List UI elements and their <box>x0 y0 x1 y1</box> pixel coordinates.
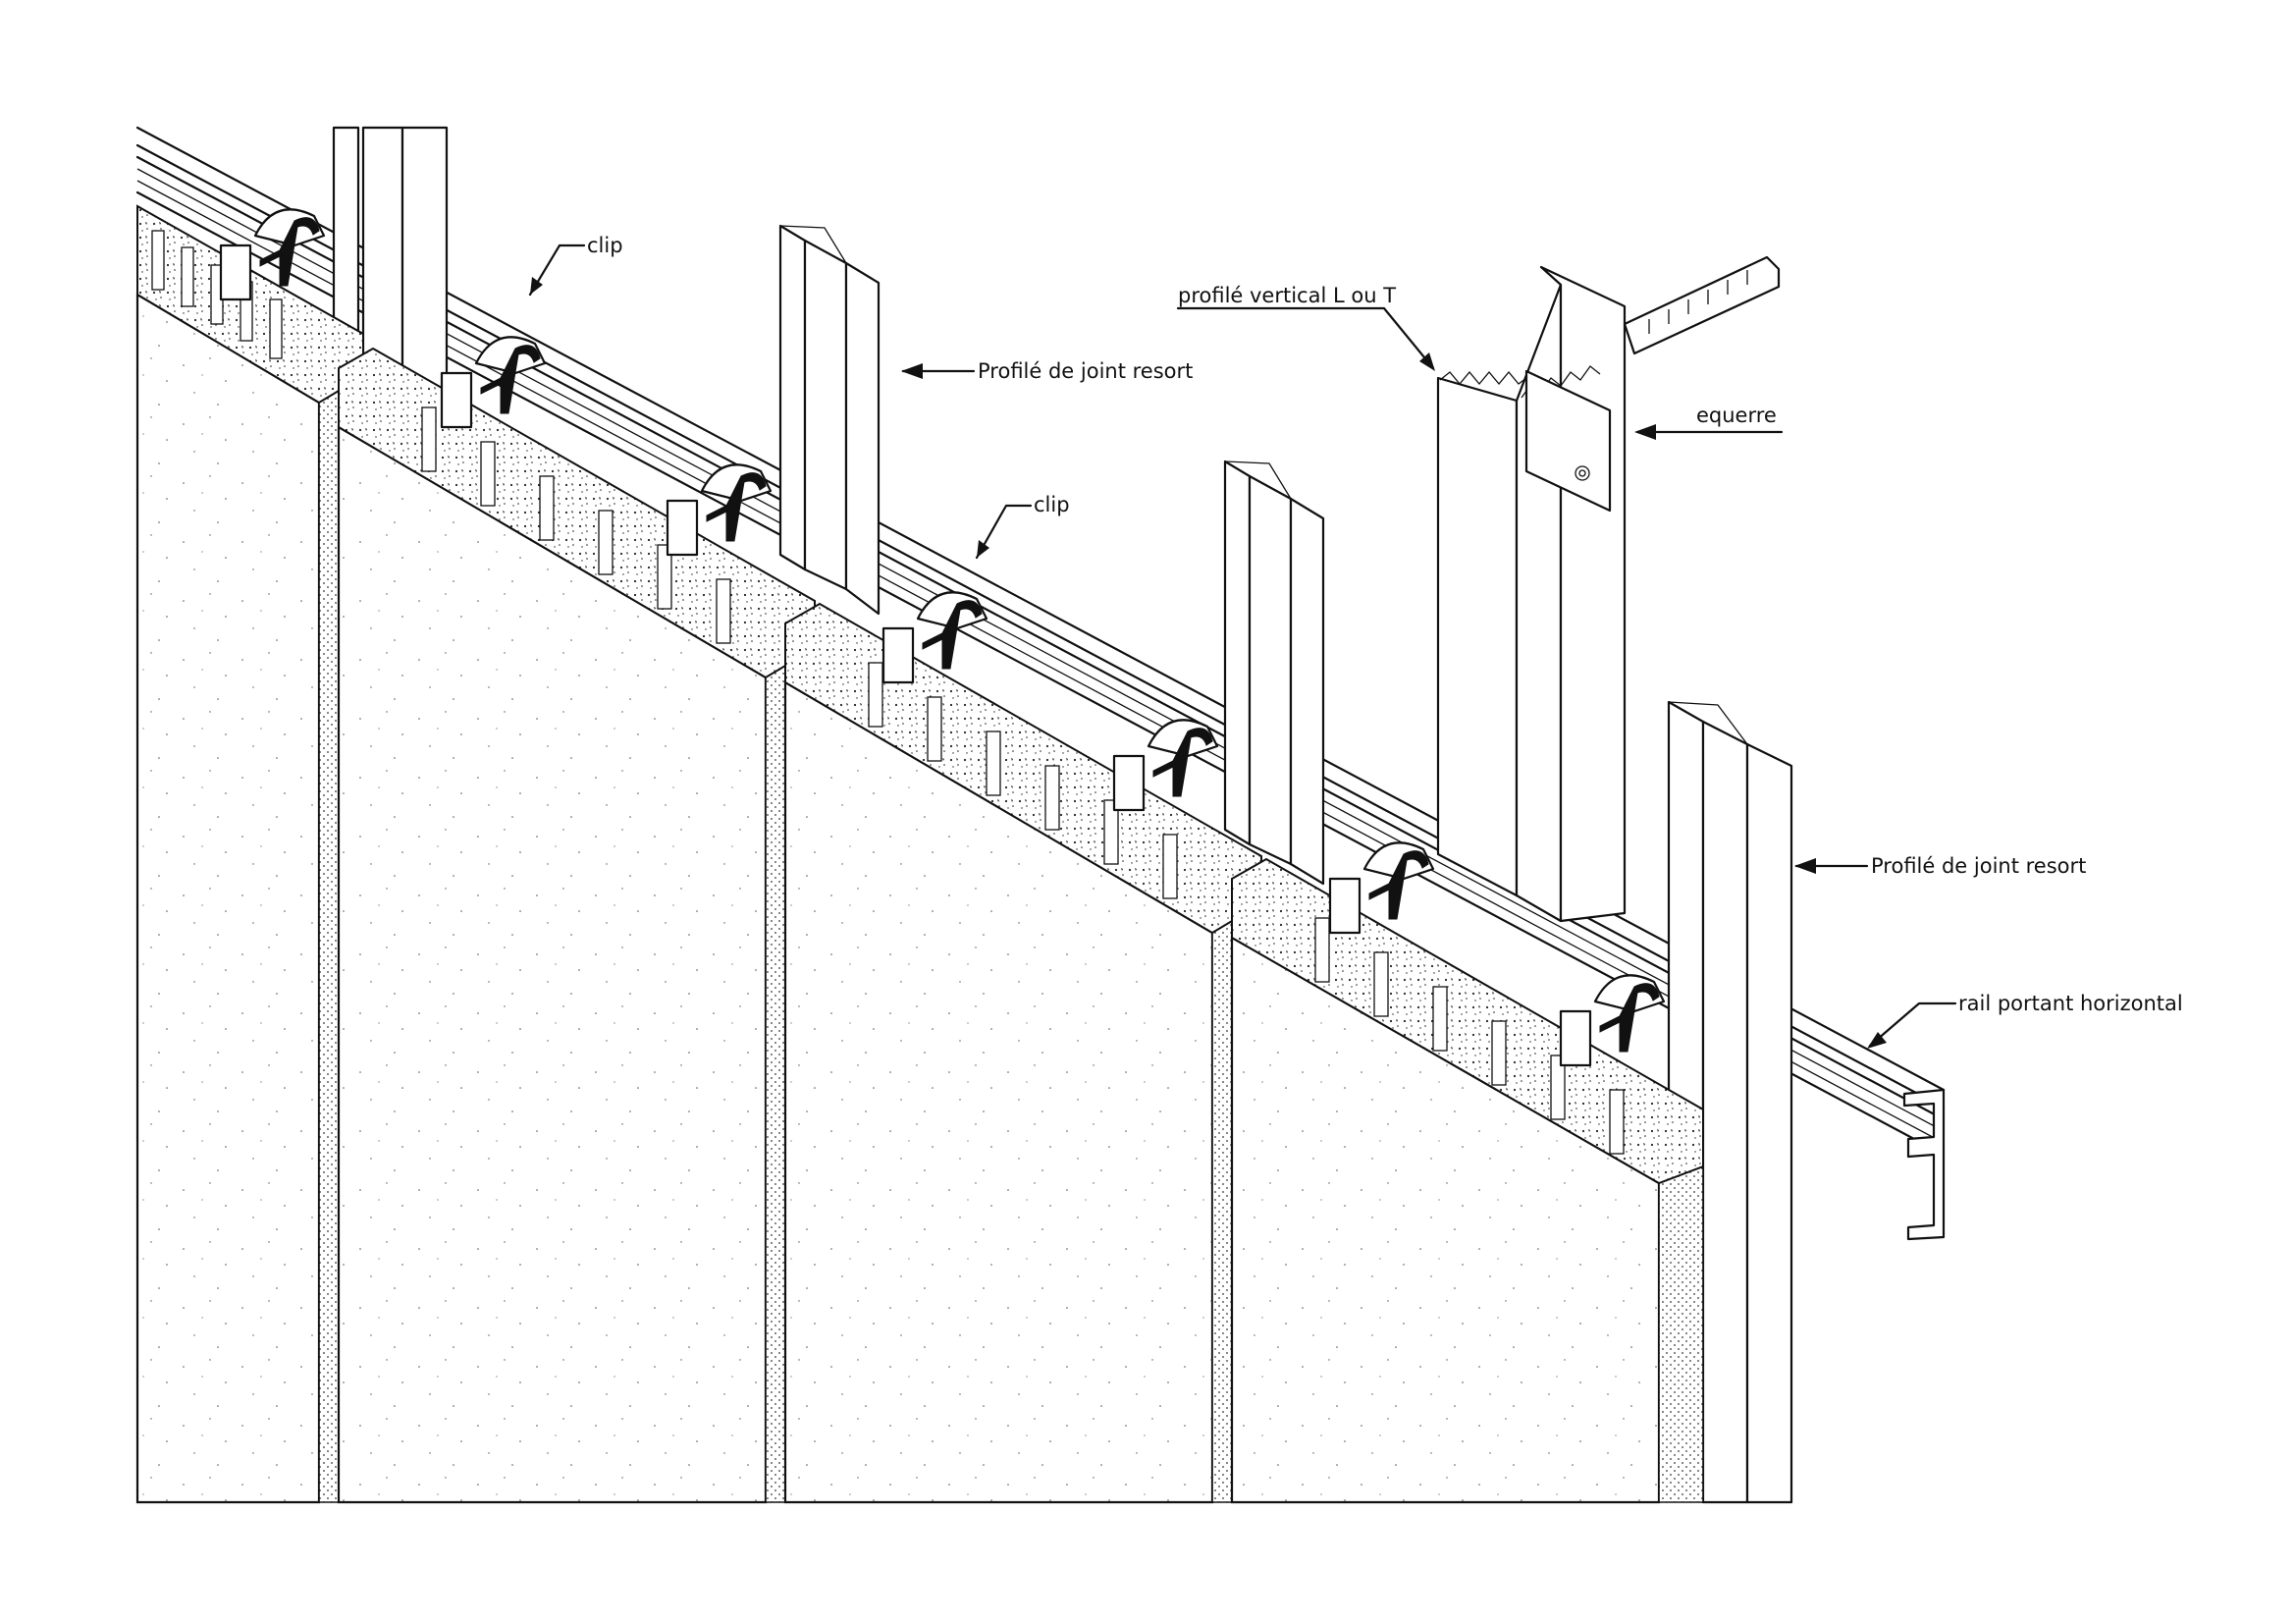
callout-joint-profile-1: Profilé de joint resort <box>901 359 1193 383</box>
label-bracket: equerre <box>1696 404 1777 427</box>
cladding-panel-3 <box>783 602 1262 1504</box>
clip-5 <box>1112 719 1219 812</box>
clip-4 <box>881 591 988 684</box>
label-horizontal-rail: rail portant horizontal <box>1958 992 2183 1015</box>
callout-joint-profile-2: Profilé de joint resort <box>1794 854 2086 878</box>
label-joint-spring-profile-2: Profilé de joint resort <box>1871 854 2086 878</box>
label-joint-spring-profile-1: Profilé de joint resort <box>978 359 1193 383</box>
cladding-panel-2 <box>337 347 816 1504</box>
clip-3 <box>666 463 773 557</box>
label-clip-2: clip <box>1034 493 1070 516</box>
clip-1 <box>219 208 326 301</box>
callout-clip-1: clip <box>528 234 623 297</box>
clip-2 <box>440 336 547 429</box>
callout-clip-2: clip <box>975 493 1070 560</box>
fixing-screw-icon <box>1575 465 1590 481</box>
callout-vertical-profile: profilé vertical L ou T <box>1176 284 1435 371</box>
callout-bracket: equerre <box>1634 404 1784 440</box>
bracket-equerre <box>1524 369 1612 513</box>
spring-joint-profile-b <box>1223 460 1325 886</box>
clip-6 <box>1328 841 1435 935</box>
clip-7 <box>1559 974 1666 1067</box>
callout-horizontal-rail: rail portant horizontal <box>1867 992 2183 1049</box>
vertical-profile-l-or-t <box>1436 265 1627 923</box>
label-clip-1: clip <box>587 234 623 257</box>
label-vertical-profile: profilé vertical L ou T <box>1178 284 1396 307</box>
spring-joint-profile-a <box>778 224 881 616</box>
cladding-panel-4 <box>1230 857 1704 1504</box>
wall-anchor-plug <box>1623 255 1781 355</box>
clip-group <box>219 208 1666 1067</box>
cladding-panel-1 <box>135 204 364 1504</box>
